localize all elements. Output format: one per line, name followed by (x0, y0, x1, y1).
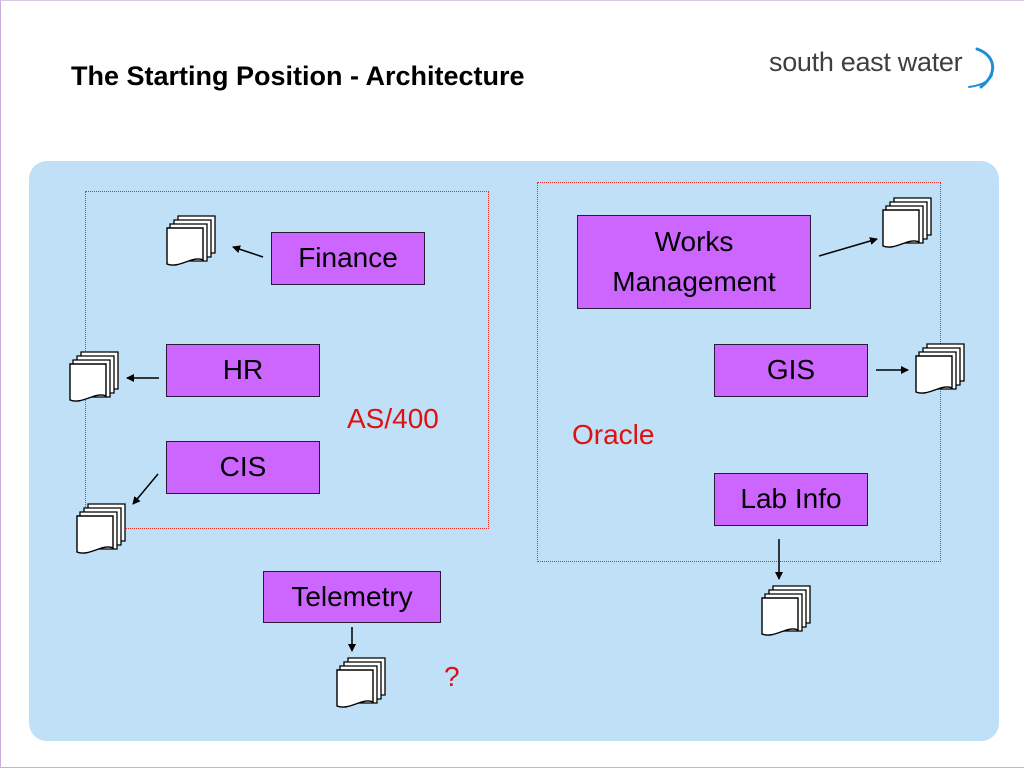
hr-box: HR (166, 344, 320, 397)
finance-report-icon (166, 215, 216, 266)
company-logo: south east water (769, 41, 999, 91)
telemetry-report-icon (336, 657, 386, 708)
lab-info-box: Lab Info (714, 473, 868, 526)
cis-report-icon (76, 503, 126, 554)
works-management-report-icon (882, 197, 932, 248)
slide-title: The Starting Position - Architecture (71, 61, 525, 91)
logo-text: south east water (769, 47, 963, 77)
cis-arrow (132, 473, 159, 505)
works-management-box: Works Management (577, 215, 811, 309)
as400-label: AS/400 (347, 403, 439, 434)
logo-swoosh-icon (968, 47, 994, 89)
works-management-arrow (818, 237, 878, 257)
finance-arrow (232, 245, 264, 258)
gis-report-icon (915, 343, 965, 394)
telemetry-box: Telemetry (263, 571, 441, 623)
unknown-marker: ? (444, 661, 460, 692)
hr-report-icon (69, 351, 119, 402)
oracle-label: Oracle (572, 419, 655, 450)
gis-box: GIS (714, 344, 868, 397)
finance-box: Finance (271, 232, 425, 285)
cis-box: CIS (166, 441, 320, 494)
lab-info-report-icon (761, 585, 811, 636)
